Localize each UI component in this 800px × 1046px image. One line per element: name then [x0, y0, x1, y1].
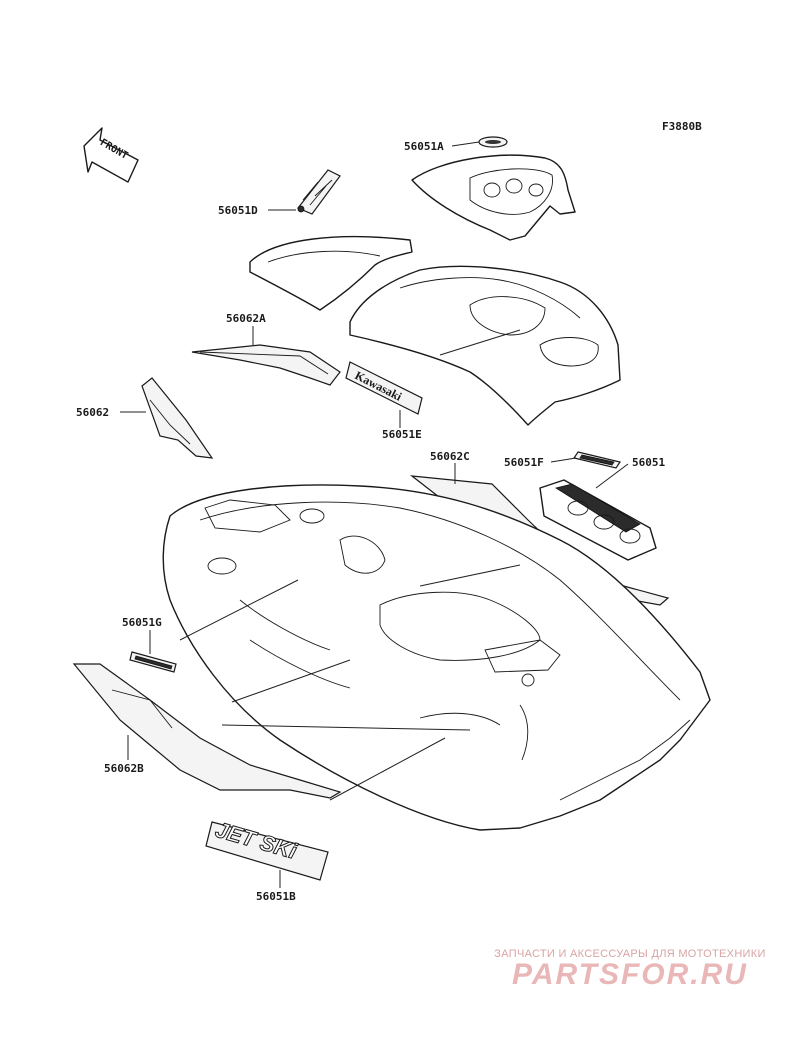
front-arrow-icon: FRONT — [83, 127, 139, 183]
label-56051E: 56051E — [382, 428, 422, 441]
jetski-emblem-56051B: JET SKi — [205, 816, 329, 881]
label-56051F: 56051F — [504, 456, 544, 469]
instrument-cover-part — [411, 154, 576, 241]
strip-decal-56051F — [573, 451, 621, 469]
kawasaki-decal-56051E: Kawasaki — [345, 361, 423, 415]
hood-part — [249, 235, 413, 311]
badge-decal-56051G — [129, 651, 177, 673]
label-56051A: 56051A — [404, 140, 444, 153]
label-56051D: 56051D — [218, 204, 258, 217]
figure-code: F3880B — [662, 120, 702, 133]
label-56062B: 56062B — [104, 762, 144, 775]
emblem-56051A — [478, 136, 508, 148]
deck-cover-part — [349, 265, 621, 426]
label-56062: 56062 — [76, 406, 109, 419]
stripe-decal-56062B — [72, 663, 342, 799]
label-56051B: 56051B — [256, 890, 296, 903]
decal-56051D — [297, 169, 341, 215]
watermark-brand: PARTSFOR.RU — [512, 958, 748, 991]
label-56062A: 56062A — [226, 312, 266, 325]
vent-component-56051 — [539, 479, 657, 561]
stripe-decal-56062A — [191, 344, 341, 386]
watermark-tagline: ЗАПЧАСТИ И АКСЕССУАРЫ ДЛЯ МОТОТЕХНИКИ — [494, 948, 766, 960]
side-decal-56062 — [141, 377, 214, 459]
hull-body-part — [162, 484, 711, 831]
label-56062C: 56062C — [430, 450, 470, 463]
label-56051: 56051 — [632, 456, 665, 469]
watermark: ЗАПЧАСТИ И АКСЕССУАРЫ ДЛЯ МОТОТЕХНИКИ PA… — [480, 948, 780, 992]
label-56051G: 56051G — [122, 616, 162, 629]
